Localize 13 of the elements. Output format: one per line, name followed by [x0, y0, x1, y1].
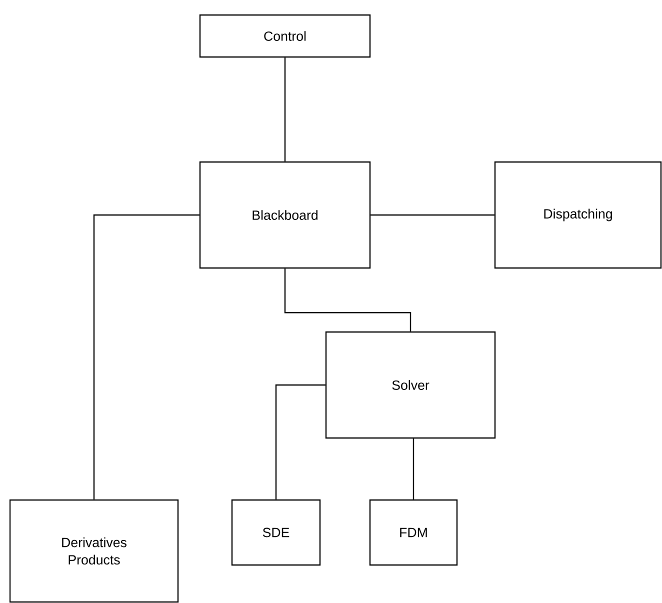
process-box: SDE — [231, 499, 321, 566]
connector-line — [275, 384, 326, 500]
process-box: Dispatching — [494, 161, 662, 269]
process-box: FDM — [369, 499, 458, 566]
connector-line — [412, 438, 414, 500]
process-box: Solver — [325, 331, 496, 439]
connector-line — [284, 58, 286, 162]
process-box: Blackboard — [199, 161, 371, 269]
process-box: Derivatives Products — [9, 499, 179, 603]
connector-line — [93, 214, 200, 500]
connector-line — [370, 214, 494, 216]
connector-line — [284, 268, 412, 332]
process-box: Control — [199, 14, 371, 58]
